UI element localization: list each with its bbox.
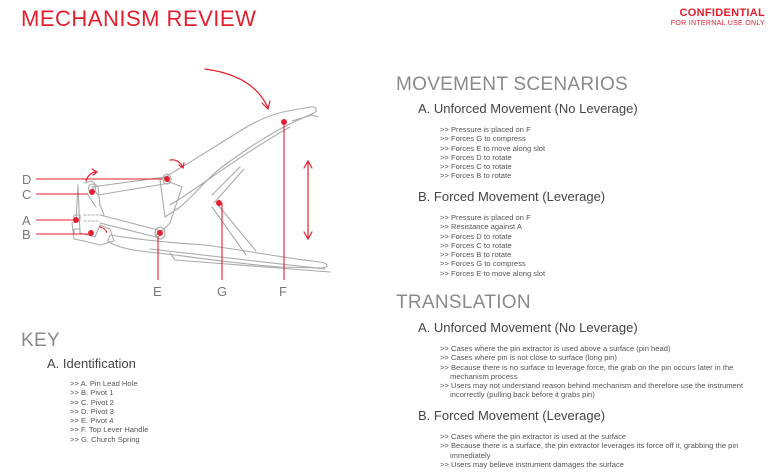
movement-unforced-title: A. Unforced Movement (No Leverage): [418, 101, 638, 116]
label-f: F: [279, 284, 287, 299]
translation-unforced-list: Cases where the pin extractor is used ab…: [440, 344, 765, 400]
list-item: Because there is no surface to leverage …: [440, 363, 765, 382]
label-g: G: [217, 284, 227, 299]
list-item: Forces G to compress: [440, 259, 760, 268]
pivot-b-dot: [88, 230, 94, 236]
list-item: Forces C to rotate: [440, 162, 760, 171]
pivot-d-rotate-arrow: [169, 159, 184, 168]
translation-forced-list: Cases where the pin extractor is used at…: [440, 432, 765, 469]
list-item: Forces B to rotate: [440, 250, 760, 259]
pivot-b-rotate-arrow: [99, 226, 108, 234]
pivot-c-rotate-arrow: [85, 171, 97, 182]
key-list: A. Pin Lead Hole B. Pivot 1 C. Pivot 2 D…: [70, 379, 370, 444]
movement-unforced-list: Pressure is placed on F Forces G to comp…: [440, 125, 760, 181]
translation-unforced-title: A. Unforced Movement (No Leverage): [418, 320, 638, 335]
list-item: Forces B to rotate: [440, 171, 760, 180]
key-item: G. Church Spring: [70, 435, 370, 444]
list-item: Users may not understand reason behind m…: [440, 381, 765, 400]
page-title: MECHANISM REVIEW: [21, 6, 257, 31]
pressure-arrow: [204, 68, 269, 109]
list-item: Pressure is placed on F: [440, 213, 760, 222]
list-item: Forces E to move along slot: [440, 144, 760, 153]
label-d: D: [22, 172, 31, 187]
confidential-stamp: CONFIDENTIAL FOR INTERNAL USE ONLY: [671, 7, 765, 27]
key-item: C. Pivot 2: [70, 398, 370, 407]
key-heading: KEY: [21, 330, 60, 351]
mechanism-diagram: D C A B E G F: [22, 68, 331, 299]
list-item: Resistance against A: [440, 222, 760, 231]
list-item: Cases where the pin extractor is used ab…: [440, 344, 765, 353]
list-item: Forces E to move along slot: [440, 269, 760, 278]
list-item: Forces D to rotate: [440, 153, 760, 162]
label-b: B: [22, 227, 31, 242]
movement-forced-list: Pressure is placed on F Resistance again…: [440, 213, 760, 278]
jaw-head: [71, 184, 115, 246]
movement-heading: MOVEMENT SCENARIOS: [396, 74, 629, 95]
key-item: A. Pin Lead Hole: [70, 379, 370, 388]
label-a: A: [22, 213, 31, 228]
list-item: Cases where pin is not close to surface …: [440, 353, 765, 362]
translation-forced-title: B. Forced Movement (Leverage): [418, 408, 606, 423]
list-item: Forces C to rotate: [440, 241, 760, 250]
top-lever-handle: [159, 106, 317, 218]
spring-g-dot: [216, 200, 222, 206]
list-item: Users may believe instrument damages the…: [440, 460, 765, 469]
bottom-lever-handle: [107, 234, 328, 269]
linkage-bar: [91, 176, 171, 196]
label-c: C: [22, 187, 31, 202]
label-e: E: [153, 284, 162, 299]
pivot-d-dot: [164, 176, 170, 182]
translation-heading: TRANSLATION: [396, 292, 531, 313]
key-item: F. Top Lever Handle: [70, 425, 370, 434]
key-subheading: A. Identification: [47, 356, 136, 371]
handle-f-dot: [281, 119, 287, 125]
church-spring: [211, 166, 257, 256]
pivot-c-dot: [89, 189, 95, 195]
pivot-e-dot: [157, 230, 163, 236]
key-item: E. Pivot 4: [70, 416, 370, 425]
confidential-sublabel: FOR INTERNAL USE ONLY: [670, 20, 765, 27]
list-item: Forces G to compress: [440, 134, 760, 143]
list-item: Cases where the pin extractor is used at…: [440, 432, 765, 441]
list-item: Because there is a surface, the pin extr…: [440, 441, 765, 460]
movement-forced-title: B. Forced Movement (Leverage): [418, 189, 606, 204]
list-item: Pressure is placed on F: [440, 125, 760, 134]
key-item: D. Pivot 3: [70, 407, 370, 416]
list-item: Forces D to rotate: [440, 232, 760, 241]
pin-hole-dot: [73, 217, 79, 223]
confidential-label: CONFIDENTIAL: [679, 7, 765, 19]
key-item: B. Pivot 1: [70, 388, 370, 397]
